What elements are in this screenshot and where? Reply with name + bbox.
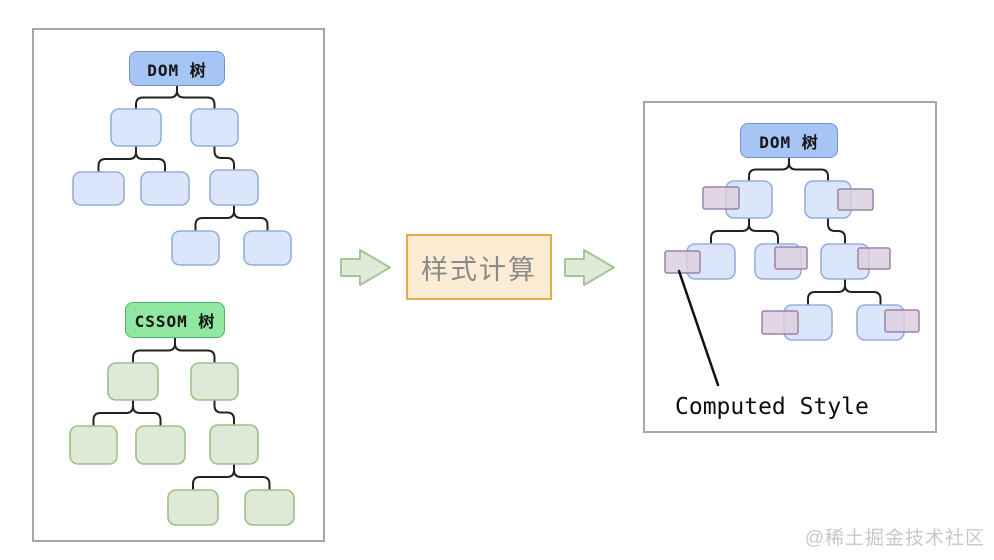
- dom-tree-node: [190, 108, 239, 147]
- input-trees-panel: DOM 树 CSSOM 树: [32, 28, 325, 542]
- tree-edge: [97, 145, 137, 173]
- cssom-tree-node: [69, 425, 118, 465]
- cssom-tree-node: [244, 489, 295, 526]
- cssom-tree-node: [209, 424, 259, 465]
- tree-edge: [233, 204, 269, 232]
- dom-tree-node: [171, 230, 220, 266]
- tree-edge: [710, 217, 750, 245]
- dom-tree-node: [110, 108, 162, 147]
- computed-style-chip: [884, 309, 920, 333]
- computed-style-chip: [702, 186, 740, 210]
- style-calculation-box: 样式计算: [406, 234, 552, 300]
- tree-edge: [176, 85, 216, 110]
- tree-edge: [844, 278, 882, 306]
- styled-tree-canvas: [664, 157, 920, 387]
- tree-edge: [827, 217, 846, 245]
- dom-tree-node: [209, 169, 259, 206]
- computed-style-chip: [774, 246, 808, 270]
- tree-edge: [807, 278, 846, 306]
- tree-edge: [213, 399, 235, 426]
- dom-tree-root-label: DOM 树: [740, 123, 838, 158]
- tree-edge: [192, 463, 235, 491]
- computed-style-chip: [857, 247, 891, 270]
- tree-edge: [132, 337, 176, 364]
- computed-style-chip: [761, 310, 799, 335]
- dom-tree-node: [243, 230, 292, 266]
- tree-edge: [748, 217, 779, 245]
- dom-tree-root-label: DOM 树: [129, 51, 225, 86]
- right-arrow-icon: [340, 249, 391, 286]
- tree-edge: [132, 399, 162, 427]
- watermark: @稀土掘金技术社区: [804, 528, 985, 549]
- styled-tree-panel: DOM 树 Computed Style: [643, 101, 937, 433]
- cssom-tree-node: [190, 362, 239, 401]
- tree-edge: [233, 463, 271, 491]
- tree-edge: [213, 145, 235, 171]
- cssom-tree-node: [167, 489, 219, 526]
- tree-edge: [92, 399, 134, 427]
- input-trees-canvas: [69, 85, 295, 526]
- tree-edge: [788, 157, 829, 182]
- computed-style-annotation: Computed Style: [675, 394, 869, 420]
- dom-tree-node: [72, 171, 125, 206]
- dom-tree-node: [140, 171, 190, 206]
- style-calculation-label: 样式计算: [421, 254, 537, 285]
- computed-style-chip: [664, 250, 701, 274]
- computed-style-chip: [837, 188, 874, 211]
- tree-edge: [174, 337, 216, 364]
- annotation-line: [677, 269, 720, 387]
- cssom-tree-root-label: CSSOM 树: [125, 302, 225, 338]
- tree-edge: [135, 145, 166, 173]
- cssom-tree-node: [107, 362, 159, 401]
- cssom-tree-node: [135, 425, 186, 465]
- flow-arrow-icon: [564, 249, 615, 286]
- right-arrow-icon: [564, 249, 615, 286]
- flow-arrow-icon: [340, 249, 391, 286]
- tree-edge: [135, 85, 178, 110]
- tree-edge: [748, 157, 790, 182]
- tree-edge: [194, 204, 235, 232]
